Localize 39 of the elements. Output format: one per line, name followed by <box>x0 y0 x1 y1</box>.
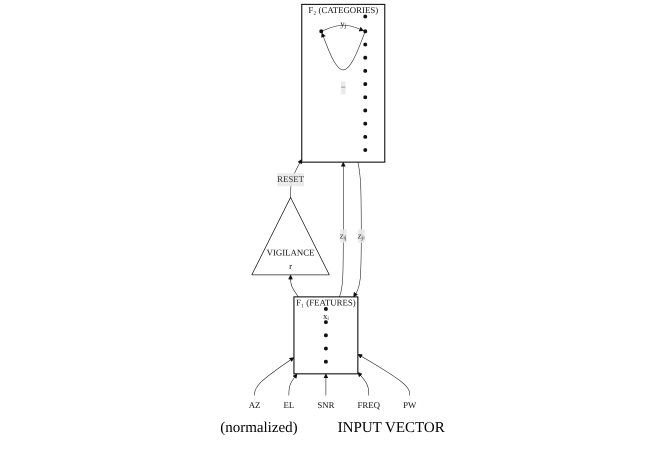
node-circle <box>363 14 368 18</box>
node-circle <box>324 346 328 350</box>
arrow <box>353 162 362 298</box>
arrow <box>323 374 328 396</box>
arrow <box>321 32 365 70</box>
arrow <box>322 24 364 32</box>
cluster: F₁ (FEATURES) xᵢ <box>293 296 358 374</box>
node-circle <box>363 148 368 152</box>
arrow <box>288 274 299 298</box>
arrow <box>339 162 346 298</box>
node-circle <box>363 95 368 100</box>
node-circle <box>324 333 328 338</box>
node-circle <box>363 29 368 34</box>
node-circle <box>363 82 368 86</box>
edge-label: RESET <box>277 174 304 184</box>
note-label: INPUT VECTOR <box>338 420 445 437</box>
note-label: (normalized) <box>220 420 298 437</box>
arrow <box>254 357 294 396</box>
node-circle <box>363 108 368 112</box>
node-circle <box>319 29 324 34</box>
node-text: FREQ <box>358 400 380 410</box>
edge-label: zᵢⱼ <box>340 231 347 241</box>
node-text: SNR <box>317 400 334 410</box>
node-circle <box>324 360 328 364</box>
node-circle <box>363 56 368 60</box>
arrow <box>358 354 410 396</box>
node-circle <box>324 307 328 311</box>
node-text: PW <box>403 400 416 410</box>
arrow <box>358 372 370 396</box>
node-circle <box>363 42 368 46</box>
node-text: EL <box>284 400 294 410</box>
node-circle <box>363 134 368 139</box>
node-circle <box>363 122 368 126</box>
edge-label: − <box>340 83 346 92</box>
node-circle <box>324 320 328 324</box>
edge-label: zⱼᵢ <box>358 231 365 241</box>
node-circle <box>363 68 368 73</box>
arrow <box>288 374 298 396</box>
node-text: AZ <box>248 400 260 410</box>
